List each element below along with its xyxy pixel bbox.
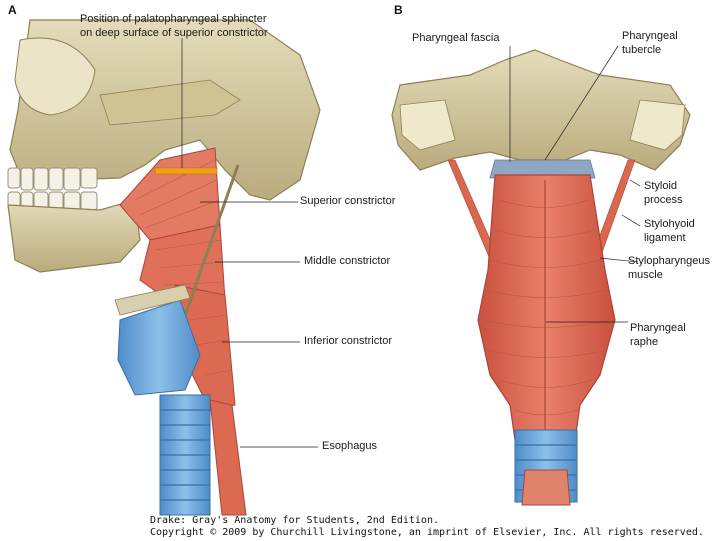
label-styloid-line2: process (644, 194, 683, 206)
panel-a-illustration (7, 19, 321, 516)
label-inferior-constrictor: Inferior constrictor (304, 335, 393, 347)
label-pharyngeal-tubercle-line1: Pharyngeal (622, 30, 678, 42)
leader-lines-a (181, 38, 318, 448)
label-styloid-line1: Styloid (644, 180, 678, 192)
esophagus-tube-a (209, 399, 247, 516)
skull-base (391, 49, 691, 171)
leader-lines-b (509, 45, 641, 323)
credit-line2: Copyright © 2009 by Churchill Livingston… (150, 527, 704, 538)
panel-a-letter: A (8, 3, 17, 17)
hyoid-bone (114, 284, 191, 316)
label-palatopharyngeal-line1: Position of palatopharyngeal sphincter (80, 13, 267, 25)
muscle-fibre-lines-a (134, 159, 233, 376)
label-esophagus: Esophagus (322, 440, 378, 452)
occipital-condyle-right (629, 99, 686, 151)
trachea (159, 394, 211, 516)
occipital-condyle-left (399, 99, 456, 151)
zygomatic-arch (99, 79, 241, 126)
palatopharyngeal-sphincter-band (154, 167, 218, 175)
label-stylopharyngeus-line2: muscle (628, 269, 663, 281)
label-stylohyoid-line1: Stylohyoid (644, 218, 695, 230)
mandible (7, 199, 141, 273)
pharyngeal-fascia-band (489, 159, 596, 179)
styloid-process-a (178, 164, 240, 331)
credit-line1: Drake: Gray's Anatomy for Students, 2nd … (150, 515, 439, 526)
label-pharyngeal-fascia: Pharyngeal fascia (412, 32, 500, 44)
label-pharyngeal-tubercle-line2: tubercle (622, 44, 662, 56)
label-palatopharyngeal-line2: on deep surface of superior constrictor (80, 27, 268, 39)
label-middle-constrictor: Middle constrictor (304, 255, 391, 267)
label-stylopharyngeus-line1: Stylopharyngeus (628, 255, 710, 267)
panel-b-letter: B (394, 3, 403, 17)
label-superior-constrictor: Superior constrictor (300, 195, 396, 207)
esophagus-tube-b (521, 469, 571, 506)
orbit-shape (14, 37, 96, 116)
panel-b-illustration (391, 45, 691, 506)
label-raphe-line1: Pharyngeal (630, 322, 686, 334)
label-stylohyoid-line2: ligament (644, 232, 686, 244)
label-raphe-line2: raphe (630, 336, 659, 348)
